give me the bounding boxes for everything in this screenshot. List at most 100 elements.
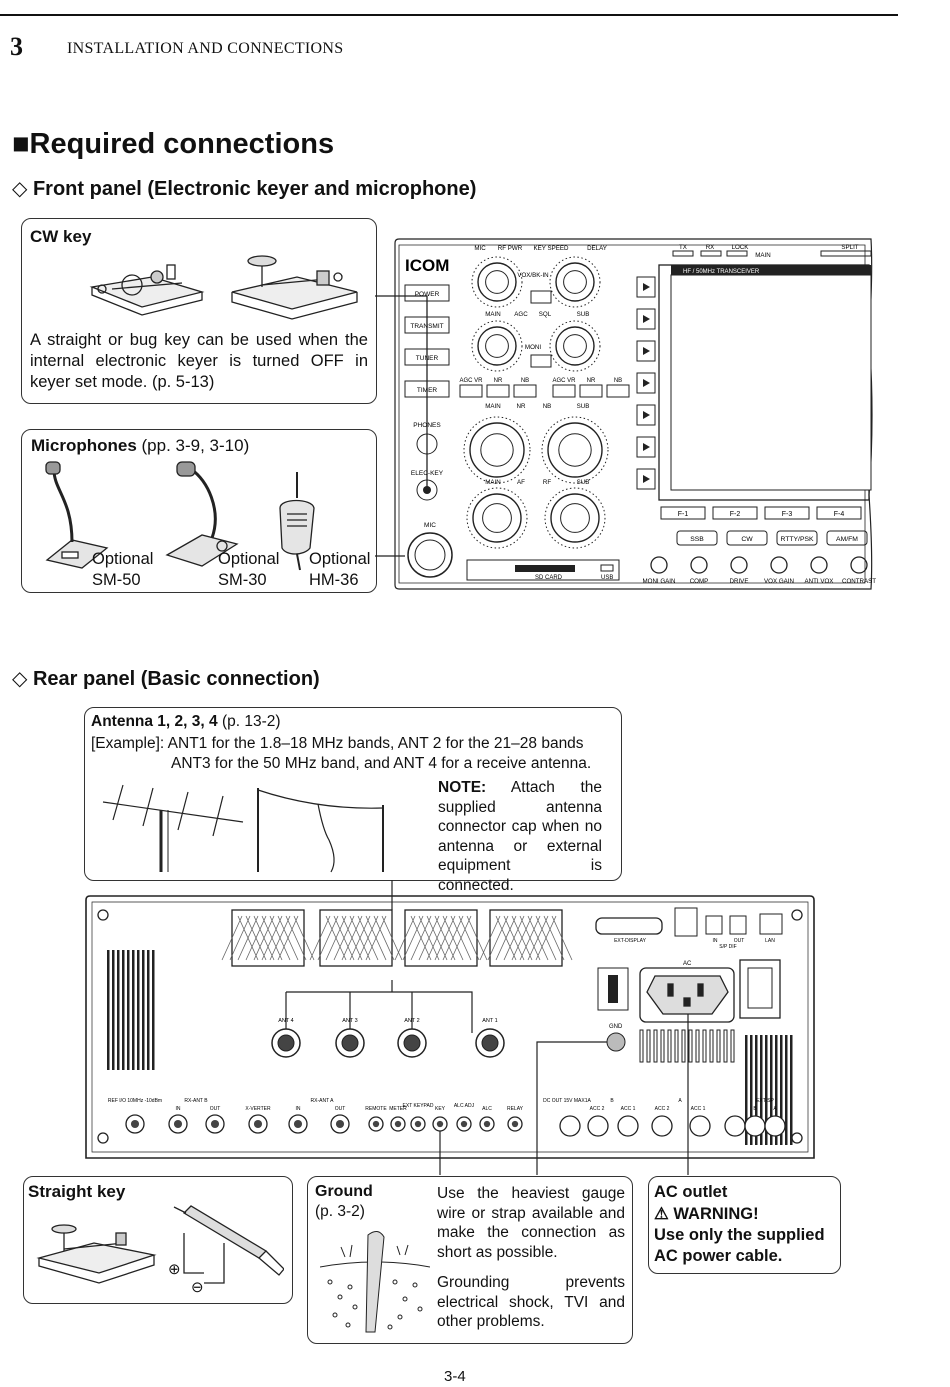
- knob-scale: [541, 416, 609, 484]
- small-button-label: AGC VR: [459, 378, 483, 384]
- knob-icon: [472, 493, 522, 543]
- mode-button-label: RTTY/PSK: [780, 536, 814, 543]
- knob-label: VOX/BK-IN: [517, 272, 548, 279]
- vent-slot: [674, 1029, 679, 1063]
- vent-slot: [695, 1029, 700, 1063]
- top-indicator: [700, 250, 722, 257]
- usb-port: [600, 564, 614, 572]
- arrow-icon: [643, 443, 650, 451]
- top-indicator: [820, 250, 872, 257]
- vent-slot: [716, 1029, 721, 1063]
- rear-fan-grills: [221, 909, 573, 967]
- screen-label: HF / 50MHz TRANSCEIVER: [683, 269, 760, 275]
- ac-inlet-icon: [639, 967, 735, 1023]
- phones-jack-icon: [416, 433, 438, 455]
- rear-connector-core: [335, 1119, 345, 1129]
- rear-connector-core: [460, 1120, 468, 1128]
- vent-slot: [646, 1029, 651, 1063]
- rear-connector-core: [130, 1119, 140, 1129]
- mics-ref: (pp. 3-9, 3-10): [136, 436, 250, 455]
- knob-scale: [471, 256, 523, 308]
- vent-slot: [147, 950, 150, 1070]
- function-key-label: F-3: [782, 511, 793, 518]
- mode-button: [726, 530, 768, 546]
- function-key-label: F-4: [834, 511, 845, 518]
- rear-connector-core: [293, 1119, 303, 1129]
- knob-icon: [555, 262, 595, 302]
- rear-bottom-label: RELAY: [507, 1106, 524, 1112]
- front-left-button-label: TIMER: [417, 387, 438, 394]
- rear-marker: ◇: [12, 668, 28, 690]
- rear-top-label: EXT-DISPLAY: [614, 938, 647, 944]
- knob-scale: [549, 320, 601, 372]
- rear-bottom-label: ALC: [482, 1106, 492, 1112]
- ac-outlet-text: Use only the supplied AC power cable.: [654, 1226, 825, 1265]
- front-title: ◇ Front panel (Electronic keyer and micr…: [12, 176, 476, 201]
- bottom-knob-label: MONI GAIN: [642, 578, 675, 585]
- small-button-label: NR: [494, 378, 503, 384]
- front-arrow-buttons: [636, 276, 656, 490]
- rear-bottom-label: A: [773, 1106, 777, 1112]
- knob-scale: [466, 487, 528, 549]
- vent-slot: [137, 950, 140, 1070]
- straight-key-icon: [231, 255, 358, 320]
- knob-label: SQL: [539, 311, 552, 318]
- mode-button-label: CW: [741, 536, 753, 543]
- ac-outlet-warning: ⚠ WARNING!: [654, 1205, 759, 1223]
- vent-slot: [653, 1029, 658, 1063]
- rear-connector-core: [394, 1120, 402, 1128]
- bottom-knob: [730, 556, 748, 574]
- acc-connector-icon: [617, 1115, 639, 1137]
- small-button-label: NB: [614, 378, 622, 384]
- sd-card-label: SD CARD: [535, 575, 563, 581]
- bottom-knob: [770, 556, 788, 574]
- knob-inner: [560, 503, 590, 533]
- acc-connector-icon: [724, 1115, 746, 1137]
- fan-grill: [319, 909, 393, 967]
- vent-slot: [755, 1035, 758, 1145]
- bottom-knob-label: VOX GAIN: [764, 578, 794, 585]
- knob-label: SUB: [577, 403, 590, 410]
- fan-grill: [231, 909, 305, 967]
- vent-slot: [760, 1035, 763, 1145]
- vent-slot: [775, 1035, 778, 1145]
- arrow-icon: [643, 283, 650, 291]
- acc-connector-icon: [744, 1115, 766, 1137]
- gnd-terminal-icon: [606, 1032, 626, 1052]
- knob-icon: [547, 422, 603, 478]
- spdif-in-connector: [705, 915, 723, 935]
- vent-slot: [723, 1029, 728, 1063]
- small-button-label: NB: [521, 378, 529, 384]
- vent-slot: [660, 1029, 665, 1063]
- rear-bottom-label: EXT-SP: [756, 1098, 774, 1104]
- arrow-button: [636, 308, 656, 330]
- rear-bottom-label: ACC 1: [621, 1106, 636, 1112]
- rear-connector-core: [173, 1119, 183, 1129]
- mic-label: MIC: [424, 522, 436, 529]
- bottom-knob: [650, 556, 668, 574]
- knob-inner: [485, 270, 509, 294]
- antenna-connector-core: [481, 1034, 499, 1052]
- acc-connector-icon: [587, 1115, 609, 1137]
- mics-illustration: [45, 461, 315, 571]
- top-label: SPLIT: [841, 244, 858, 251]
- antenna-connector-label: ANT 2: [404, 1018, 420, 1024]
- knob-label: MONI: [525, 344, 541, 351]
- vent-slot: [117, 950, 120, 1070]
- rear-bottom-label: OUT: [335, 1106, 346, 1112]
- acc-connector-icon: [764, 1115, 786, 1137]
- rear-connector-core: [372, 1120, 380, 1128]
- bottom-knob: [810, 556, 828, 574]
- antenna-connector-core: [277, 1034, 295, 1052]
- acc-connector-icon: [559, 1115, 581, 1137]
- front-title-text: Front panel (Electronic keyer and microp…: [32, 178, 477, 200]
- antenna-example-2: ANT3 for the 50 MHz band, and ANT 4 for …: [171, 755, 592, 772]
- ac-label: AC: [683, 961, 692, 967]
- rear-bottom-label: DC OUT 15V MAX1A: [543, 1098, 591, 1104]
